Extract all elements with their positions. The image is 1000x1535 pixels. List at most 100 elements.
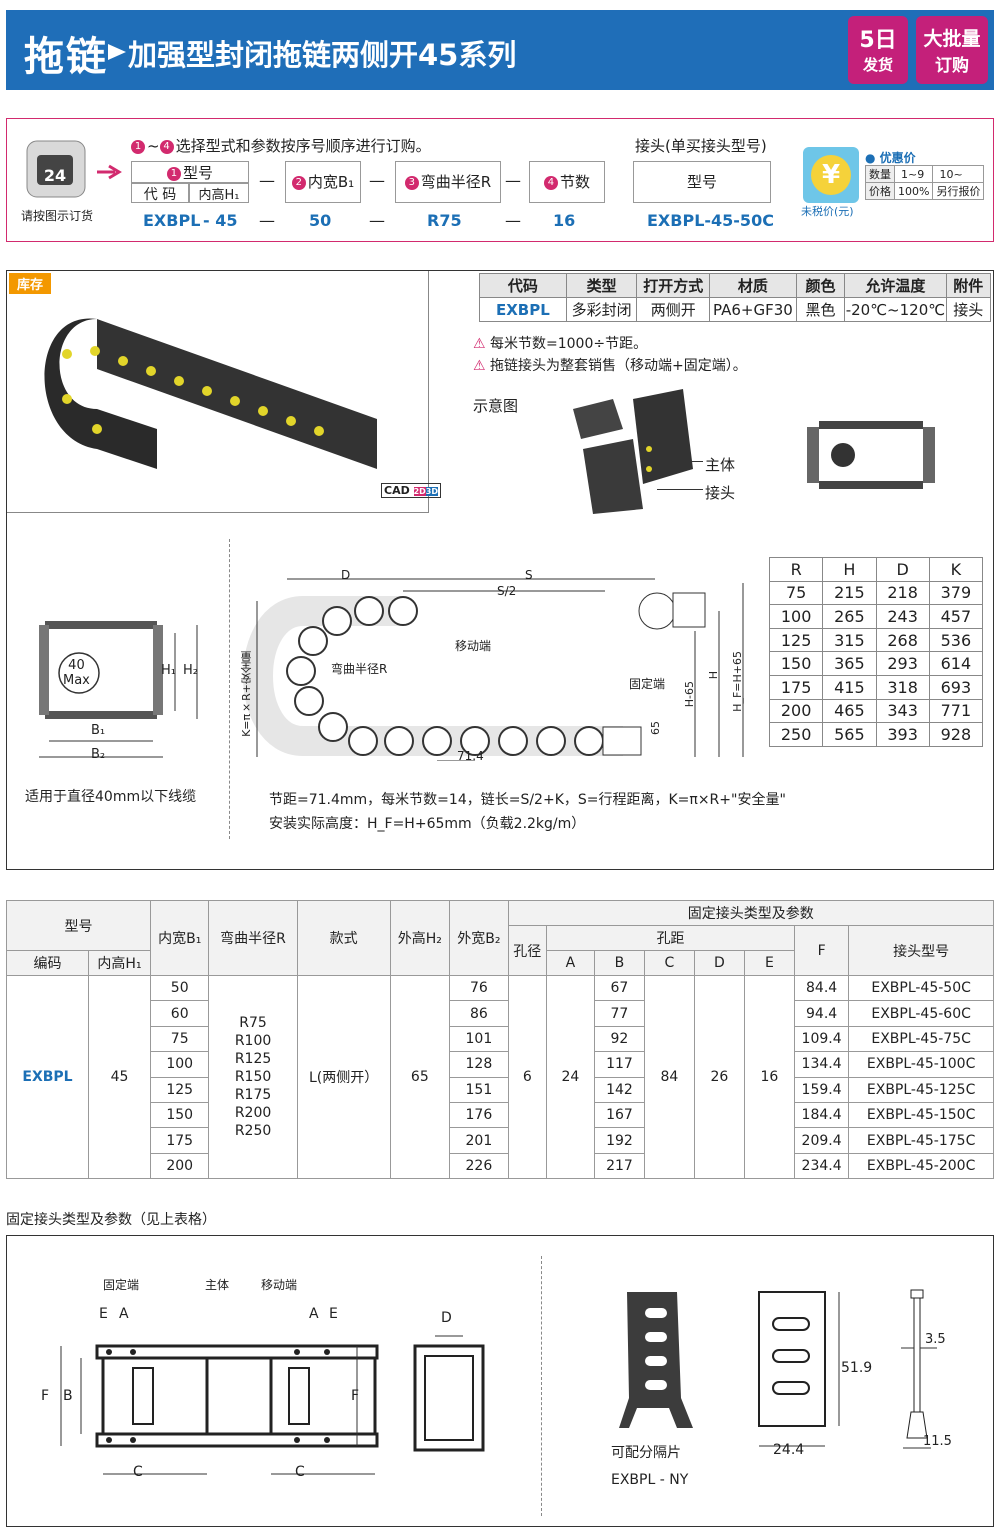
price-caption: 未税价(元): [801, 205, 854, 218]
table-cell: R75 R100 R125 R150 R175 R200 R250: [208, 974, 298, 1180]
value-inner-h: - 45: [203, 211, 238, 230]
dim-h1: H₁: [161, 663, 176, 678]
table-cell: 100: [149, 1051, 210, 1078]
rh-cell: 393: [875, 722, 930, 747]
joint-top-drawing: [60, 1344, 379, 1475]
value-inner-w: 50: [309, 211, 332, 230]
dim-s: S: [525, 568, 533, 582]
rh-cell: 465: [822, 698, 877, 724]
rh-cell: 614: [928, 651, 984, 676]
pointing-hand-icon: [97, 164, 122, 180]
dim-a: A: [119, 1306, 129, 1322]
icon-caption: 请按图示订货: [21, 209, 94, 223]
label-bend-radius: 弯曲半径R: [331, 662, 388, 676]
label-body: 主体: [205, 1278, 230, 1292]
dash: —: [259, 171, 275, 190]
rh-cell: 265: [822, 604, 877, 629]
table-cell: 50: [149, 974, 210, 1002]
bulk-badge: 大批量 订购: [916, 16, 988, 84]
dim-d: D: [441, 1310, 452, 1326]
discount-title: ● 优惠价: [865, 151, 916, 165]
table-cell: 24: [545, 974, 595, 1180]
table-cell: 75: [149, 1025, 210, 1053]
rh-cell: 379: [928, 580, 984, 606]
table-cell: 26: [693, 974, 745, 1180]
rh-cell: 457: [928, 604, 984, 629]
label-joint: 接头: [705, 484, 736, 502]
table-cell: 76: [449, 974, 509, 1002]
photo-frame: [7, 271, 429, 513]
yuan-icon: ¥: [803, 147, 859, 203]
diagram-title: 示意图: [473, 397, 519, 415]
dim-h2: H₂: [183, 663, 198, 678]
label-fixed-end: 固定端: [629, 677, 666, 691]
table-cell: EXBPL-45-125C: [848, 1076, 994, 1103]
dim-e: E: [99, 1306, 108, 1322]
connector-title: 接头(单买接头型号): [635, 137, 767, 155]
table-cell: 209.4: [793, 1127, 850, 1154]
dim-h: H: [707, 671, 720, 680]
table-cell: 117: [593, 1051, 645, 1078]
dim-c: C: [295, 1464, 305, 1480]
table-cell: EXBPL-45-75C: [848, 1025, 994, 1053]
table-cell: 92: [593, 1025, 645, 1053]
dim-f: F: [41, 1388, 50, 1404]
rh-cell: 293: [875, 651, 930, 676]
dim-f: F: [351, 1388, 360, 1404]
table-cell: 60: [149, 1000, 210, 1027]
dash: —: [505, 211, 521, 230]
table-cell: 142: [593, 1076, 645, 1103]
table-cell: 234.4: [793, 1152, 850, 1180]
connector-value: EXBPL-45-50C: [647, 211, 774, 230]
divider-side-drawing: [901, 1289, 937, 1449]
dash: —: [505, 171, 521, 190]
rh-cell: 218: [875, 580, 930, 606]
dim-24-4: 24.4: [773, 1442, 805, 1458]
table-cell: 201: [449, 1127, 509, 1154]
cross-section-diagram: [39, 621, 198, 758]
joint-front-diagram: [807, 421, 935, 489]
table-cell: 159.4: [793, 1076, 850, 1103]
rh-cell: 536: [928, 627, 984, 653]
dim-a: A: [309, 1306, 319, 1322]
table-cell: 176: [449, 1101, 509, 1129]
rh-cell: 315: [822, 627, 877, 653]
rh-cell: 243: [875, 604, 930, 629]
page-subtitle: 加强型封闭拖链两侧开45系列: [128, 38, 517, 72]
table-cell: L(两侧开）: [296, 974, 391, 1180]
table-cell: 150: [149, 1101, 210, 1129]
dim-c: C: [133, 1464, 143, 1480]
drag-chain-photo: [44, 318, 377, 469]
label-moving-end: 移动端: [455, 639, 492, 653]
page-title: 拖链: [24, 34, 108, 80]
rh-cell: 150: [768, 651, 824, 676]
dim-s-half: S/2: [497, 584, 517, 598]
rh-cell: 268: [875, 627, 930, 653]
table-cell: 184.4: [793, 1101, 850, 1129]
rh-cell: 250: [768, 722, 824, 747]
dim-pitch: 71.4: [457, 749, 484, 763]
phone-24-icon: 24: [26, 140, 86, 198]
rh-cell: 415: [822, 674, 877, 700]
table-cell: 84.4: [793, 974, 850, 1002]
rh-cell: 565: [822, 722, 877, 747]
table-cell: 101: [449, 1025, 509, 1053]
table-cell: EXBPL-45-50C: [848, 974, 994, 1002]
note-pitch: ⚠ 每米节数=1000÷节距。: [473, 336, 648, 352]
table-cell: EXBPL-45-150C: [848, 1101, 994, 1129]
leader-line: [657, 461, 703, 462]
table-cell: EXBPL-45-100C: [848, 1051, 994, 1078]
